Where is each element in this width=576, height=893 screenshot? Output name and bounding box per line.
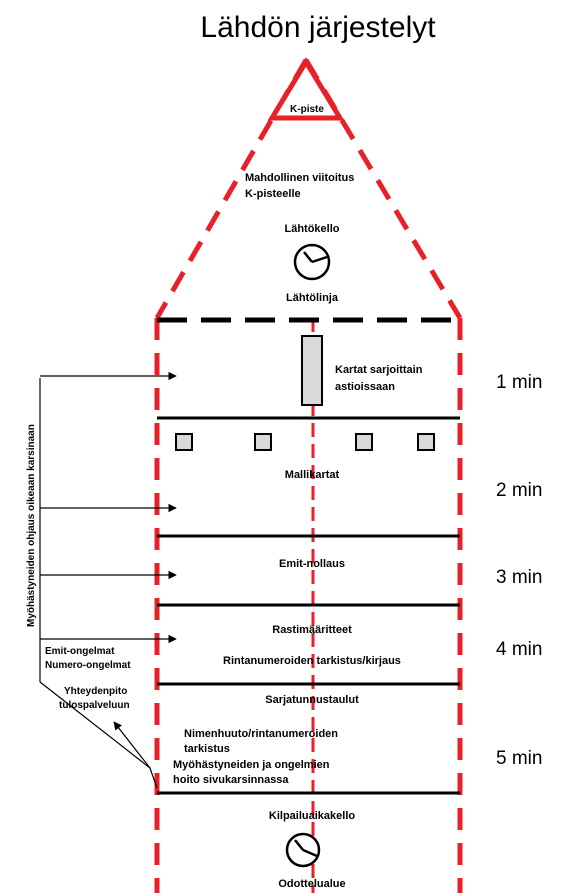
- viitoitus-label-2: K-pisteelle: [245, 188, 301, 200]
- minute-label-2: 2 min: [496, 480, 542, 501]
- sarjatunnustaulut-label: Sarjatunnustaulut: [265, 694, 359, 706]
- arrow-icon: [113, 721, 151, 769]
- odottelualue-label: Odottelualue: [278, 878, 345, 890]
- lahtolinja-label: Lähtölinja: [286, 292, 339, 304]
- map-box-icon: [417, 433, 435, 451]
- lahtokello-label: Lähtökello: [284, 223, 339, 235]
- minute-label-5: 5 min: [496, 748, 542, 769]
- numero-ongelmat-label: Numero-ongelmat: [45, 660, 131, 671]
- clock-icon: [285, 832, 321, 868]
- nimenhuuto-label-1: Nimenhuuto/rintanumeroiden: [184, 728, 338, 740]
- mallikartat-label: Mallikartat: [285, 469, 340, 481]
- side-vertical-label: Myöhästyneiden ohjaus oikeaan karsinaan: [26, 424, 37, 627]
- side-arrows: [39, 371, 177, 789]
- viitoitus-label-1: Mahdollinen viitoitus: [245, 172, 354, 184]
- emit-ongelmat-label: Emit-ongelmat: [45, 646, 115, 657]
- kilpailuaikakello-label: Kilpailuaikakello: [269, 810, 355, 822]
- yhteydenpito-label: Yhteydenpito: [64, 686, 127, 697]
- map-box-icons: [175, 433, 435, 451]
- minute-label-1: 1 min: [496, 372, 542, 393]
- emit-nollaus-label: Emit-nollaus: [279, 558, 345, 570]
- section-dividers: [157, 416, 460, 795]
- myohastyneet-label-2: hoito sivukarsinnassa: [173, 774, 289, 786]
- kartat-label-1: Kartat sarjoittain: [335, 364, 423, 376]
- rintanumerot-label: Rintanumeroiden tarkistus/kirjaus: [223, 655, 401, 667]
- k-piste-triangle: [267, 57, 345, 121]
- nimenhuuto-label-2: tarkistus: [184, 743, 230, 755]
- kartat-label-2: astioissaan: [335, 381, 395, 393]
- k-piste-label: K-piste: [290, 104, 324, 115]
- page-title: Lähdön järjestelyt: [200, 11, 436, 44]
- minute-label-3: 3 min: [496, 567, 542, 588]
- side-branch-line: [39, 681, 158, 789]
- myohastyneet-label-1: Myöhästyneiden ja ongelmien: [173, 759, 330, 771]
- map-holder-box: [301, 335, 323, 406]
- map-box-icon: [355, 433, 373, 451]
- clock-icon: [293, 243, 331, 281]
- tulospalvelu-label: tulospalveluun: [59, 700, 130, 711]
- map-box-icon: [175, 433, 193, 451]
- rastimaaritteet-label: Rastimääritteet: [272, 624, 352, 636]
- minute-label-4: 4 min: [496, 639, 542, 660]
- map-box-icon: [254, 433, 272, 451]
